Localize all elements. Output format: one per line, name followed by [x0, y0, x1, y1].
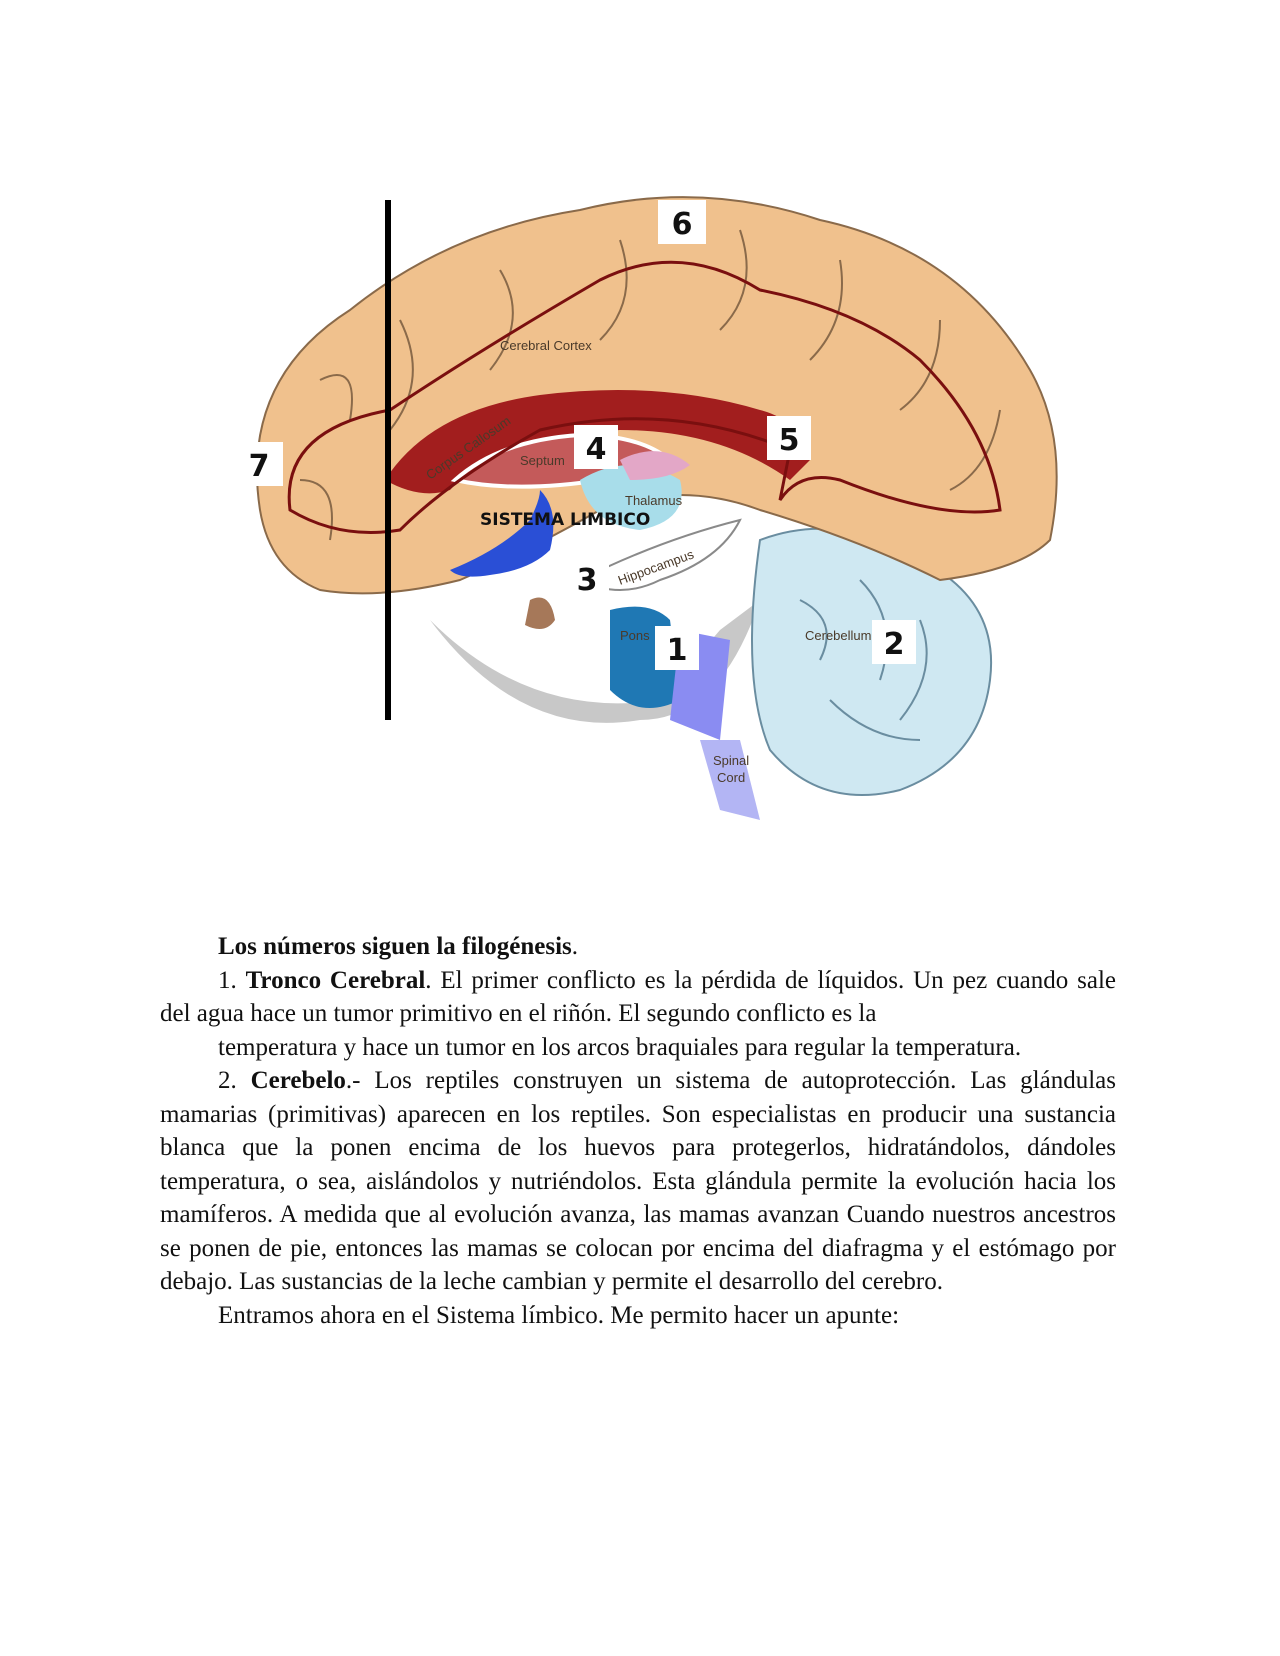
label-thalamus: Thalamus — [625, 493, 683, 508]
label-pons: Pons — [620, 628, 650, 643]
svg-text:2: 2 — [884, 627, 905, 662]
paragraph-1: 1. Tronco Cerebral. El primer conflicto … — [160, 966, 1116, 1028]
label-cortex: Cerebral Cortex — [500, 338, 592, 353]
amygdala-shape — [450, 490, 554, 577]
label-spinal-1: Spinal — [713, 753, 749, 768]
brain-diagram: Cerebral Cortex Corpus Callosum Septum T… — [200, 180, 1120, 900]
paragraph-2: 2. Cerebelo.- Los reptiles construyen un… — [160, 1067, 1116, 1295]
marker-3: 3 — [565, 556, 609, 600]
svg-text:1: 1 — [667, 633, 688, 668]
pituitary-shape — [525, 597, 555, 629]
spinal-cord-shape — [700, 740, 760, 820]
paragraph-3: Entramos ahora en el Sistema límbico. Me… — [218, 1301, 900, 1329]
body-text: Los números siguen la filogénesis. 1. Tr… — [160, 930, 1116, 1332]
marker-6: 6 — [658, 200, 706, 244]
svg-text:6: 6 — [672, 207, 693, 242]
svg-text:3: 3 — [577, 563, 598, 598]
marker-2: 2 — [872, 620, 916, 664]
term-tronco: Tronco Cerebral — [245, 966, 426, 994]
svg-text:7: 7 — [249, 449, 270, 484]
marker-5: 5 — [767, 416, 811, 460]
corpus-callosum-shape — [385, 390, 810, 494]
vertical-bar — [385, 200, 391, 720]
label-spinal-2: Cord — [717, 770, 745, 785]
paragraph-1b: temperatura y hace un tumor en los arcos… — [218, 1033, 1022, 1061]
marker-7: 7 — [235, 442, 283, 486]
thalamus-shape — [580, 465, 682, 530]
term-cerebelo: Cerebelo — [250, 1067, 346, 1094]
limbic-outline — [287, 260, 1002, 534]
marker-1: 1 — [655, 626, 699, 670]
label-septum: Septum — [520, 453, 565, 468]
label-cerebellum: Cerebellum — [805, 628, 871, 643]
svg-text:4: 4 — [586, 432, 607, 467]
heading-bold: Los números siguen la filogénesis — [218, 933, 572, 960]
heading-paragraph: Los números siguen la filogénesis. — [218, 933, 578, 960]
svg-text:5: 5 — [779, 423, 800, 458]
label-limbic: SISTEMA LIMBICO — [480, 510, 650, 530]
marker-4: 4 — [574, 425, 618, 469]
hippocampus-shape — [577, 518, 742, 591]
